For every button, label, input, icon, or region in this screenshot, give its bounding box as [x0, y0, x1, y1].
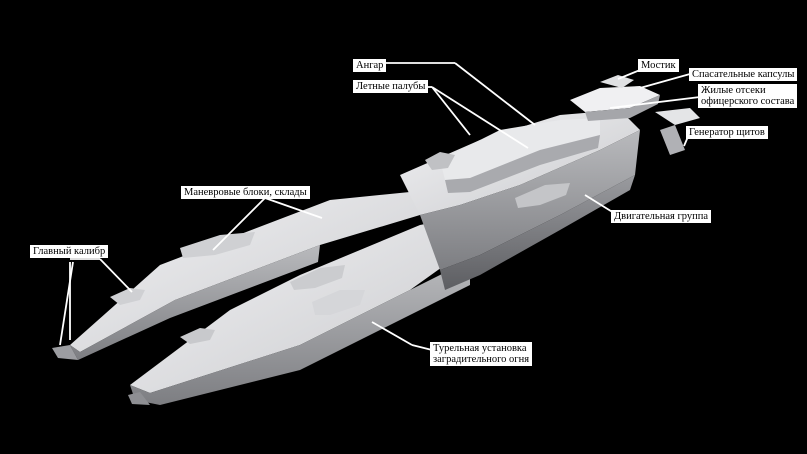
label-shield-generator: Генератор щитов [686, 126, 768, 139]
left-prong [52, 190, 430, 360]
label-officer-quarters: Жилые отсеки офицерского состава [698, 84, 798, 108]
label-officer-quarters-line1: Жилые отсеки [701, 85, 766, 96]
label-turret-line1: Турельная установка [433, 343, 527, 354]
shield-generator-shape [655, 108, 700, 155]
right-prong [128, 215, 480, 405]
label-main-battery: Главный калибр [30, 245, 109, 258]
label-hangar: Ангар [353, 59, 387, 72]
label-engine-group: Двигательная группа [611, 210, 712, 223]
label-escape-pods: Спасательные капсулы [689, 68, 798, 81]
label-turret: Турельная установка заградительного огня [430, 342, 533, 366]
label-turret-line2: заградительного огня [433, 354, 530, 365]
label-flight-decks: Летные палубы [353, 80, 429, 93]
label-officer-quarters-line2: офицерского состава [701, 96, 795, 107]
superstructure [440, 75, 660, 193]
leader-lines [59, 62, 701, 351]
label-bridge: Мостик [638, 59, 679, 72]
label-maneuver-blocks: Маневровые блоки, склады [181, 186, 310, 199]
